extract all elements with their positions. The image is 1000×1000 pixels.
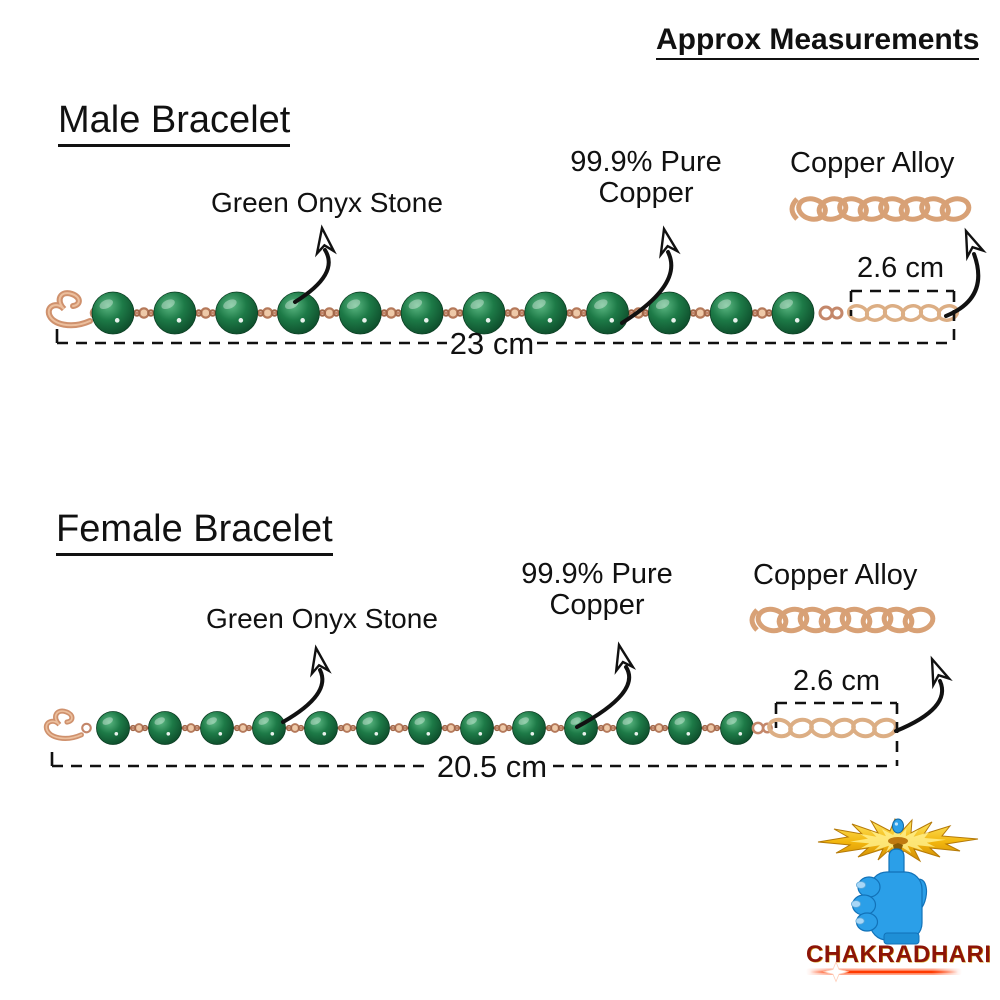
logo-graphic: [806, 817, 979, 983]
female-copper-alloy-chain-image: [749, 606, 936, 634]
approx-measurements-title: Approx Measurements: [656, 23, 980, 61]
female-pure-copper-label: 99.9% Pure Copper: [521, 558, 673, 622]
male-bracelet-photo: [45, 290, 960, 335]
female-extension-length-label: 2.6 cm: [793, 665, 881, 697]
female-stone-label: Green Onyx Stone: [206, 603, 438, 634]
male-copper-alloy-chain-image: [789, 196, 972, 222]
male-extension-length-label: 2.6 cm: [857, 252, 945, 284]
female-bracelet-photo: [43, 708, 898, 745]
male-total-length-label: 23 cm: [449, 326, 535, 361]
male-pure-copper-label: 99.9% Pure Copper: [570, 146, 722, 210]
female-section-title: Female Bracelet: [56, 508, 333, 557]
male-stone-label: Green Onyx Stone: [211, 187, 443, 218]
measurement-lines: [50, 289, 956, 768]
male-copper-alloy-label: Copper Alloy: [790, 147, 955, 179]
brand-name: CHAKRADHARI: [806, 941, 992, 968]
female-copper-alloy-label: Copper Alloy: [753, 559, 918, 591]
female-total-length-label: 20.5 cm: [436, 749, 548, 784]
hand-icon: [851, 848, 928, 945]
annotation-arrows: [281, 224, 987, 733]
sparkle-icon: [822, 960, 850, 983]
logo-underline-glow: [806, 960, 962, 983]
male-section-title: Male Bracelet: [58, 99, 291, 148]
